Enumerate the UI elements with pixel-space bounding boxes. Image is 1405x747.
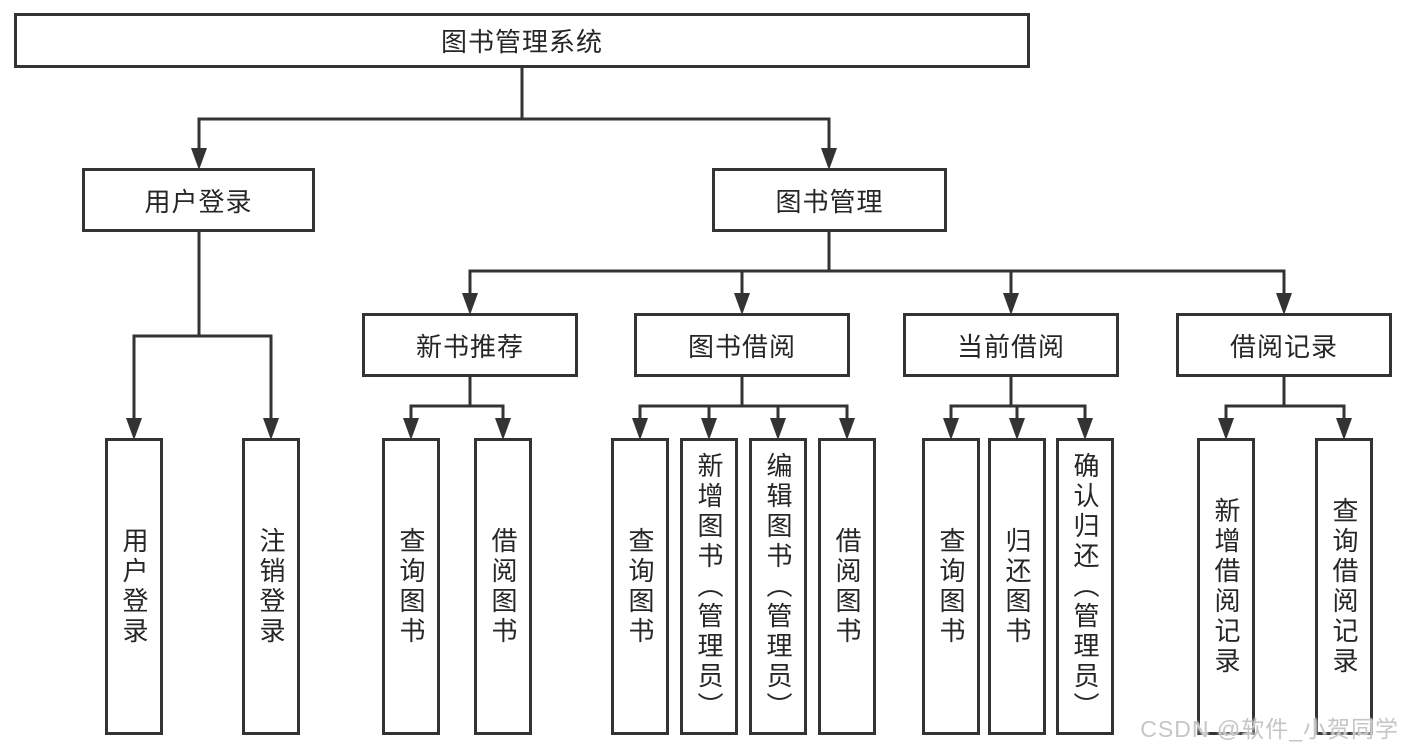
connector-borrowing-records-to-leaves	[1218, 375, 1352, 440]
connector-current-borrowing-to-leaves	[943, 375, 1093, 440]
leaf-user-login-label: 用户登录	[119, 526, 149, 647]
leaf-borrow-borrow-books: 借阅图书	[818, 438, 876, 735]
node-borrowing-records: 借阅记录	[1176, 313, 1392, 377]
leaf-records-add-record-label: 新增借阅记录	[1211, 496, 1241, 677]
connector-book-management-to-level3	[462, 230, 1292, 315]
connector-user-login-to-leaves	[126, 230, 279, 440]
watermark: CSDN @软件_小贺同学	[1140, 716, 1399, 742]
node-user-login: 用户登录	[82, 168, 315, 232]
leaf-records-add-record: 新增借阅记录	[1197, 438, 1255, 735]
leaf-current-return-books: 归还图书	[988, 438, 1046, 735]
node-root: 图书管理系统	[14, 13, 1030, 68]
leaf-current-query-books-label: 查询图书	[936, 526, 966, 647]
leaf-current-return-books-label: 归还图书	[1002, 526, 1032, 647]
leaf-borrow-query-books: 查询图书	[611, 438, 669, 735]
leaf-current-query-books: 查询图书	[922, 438, 980, 735]
node-new-book-recommend: 新书推荐	[362, 313, 578, 377]
leaf-recommend-borrow-books-label: 借阅图书	[488, 526, 518, 647]
leaf-recommend-borrow-books: 借阅图书	[474, 438, 532, 735]
node-current-borrowing: 当前借阅	[903, 313, 1119, 377]
leaf-borrow-borrow-books-label: 借阅图书	[832, 526, 862, 647]
leaf-records-query-record-label: 查询借阅记录	[1329, 496, 1359, 677]
leaf-recommend-query-books-label: 查询图书	[396, 526, 426, 647]
connector-book-borrowing-to-leaves	[632, 375, 855, 440]
leaf-logout-label: 注销登录	[256, 526, 286, 647]
leaf-records-query-record: 查询借阅记录	[1315, 438, 1373, 735]
leaf-borrow-edit-books: 编辑图书（管理员）	[749, 438, 807, 735]
leaf-recommend-query-books: 查询图书	[382, 438, 440, 735]
node-book-management: 图书管理	[712, 168, 947, 232]
leaf-current-confirm-return: 确认归还（管理员）	[1056, 438, 1114, 735]
leaf-borrow-query-books-label: 查询图书	[625, 526, 655, 647]
leaf-logout: 注销登录	[242, 438, 300, 735]
node-book-borrowing: 图书借阅	[634, 313, 850, 377]
connector-root-to-level2	[191, 66, 837, 170]
leaf-borrow-add-books-label: 新增图书（管理员）	[694, 451, 724, 722]
leaf-borrow-add-books: 新增图书（管理员）	[680, 438, 738, 735]
leaf-current-confirm-return-label: 确认归还（管理员）	[1070, 451, 1100, 722]
leaf-user-login: 用户登录	[105, 438, 163, 735]
connector-new-book-recommend-to-leaves	[403, 375, 511, 440]
leaf-borrow-edit-books-label: 编辑图书（管理员）	[763, 451, 793, 722]
